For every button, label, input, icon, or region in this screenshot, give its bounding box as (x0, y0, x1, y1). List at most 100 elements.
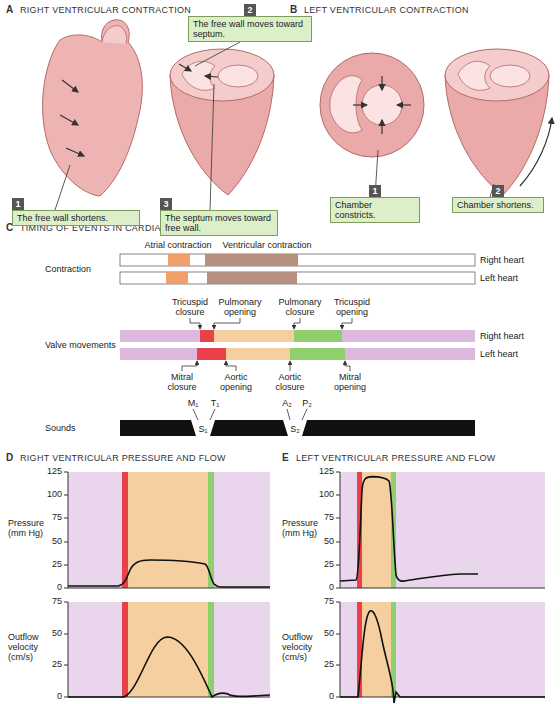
axis-tick-label: 0 (312, 582, 334, 593)
motion-arrow (397, 104, 411, 105)
annotation-label: Right heart (480, 255, 555, 265)
motion-arrow (381, 76, 382, 90)
pressure-curve (68, 560, 270, 587)
phase-band (340, 602, 545, 697)
callout-box: 3The septum moves toward free wall. (160, 210, 278, 236)
panel-letter: B (290, 4, 304, 16)
axis-tick-label: 0 (312, 691, 334, 702)
phase-band (362, 472, 391, 588)
axis-tick-label: 50 (312, 536, 334, 547)
annotation-label: Outflow velocity (cm/s) (282, 632, 330, 662)
axis-tick-label: 25 (312, 559, 334, 570)
phase-band (122, 602, 128, 697)
sound-notch (191, 420, 215, 436)
leader-line (195, 42, 240, 66)
axis-tick-label: 0 (40, 582, 62, 593)
heart-body (320, 53, 424, 157)
callout-box: 2The free wall moves toward septum. (188, 16, 312, 42)
annotation-label: P₂ (300, 398, 314, 408)
callout-text: The septum moves toward free wall. (165, 213, 273, 233)
sound-track (120, 420, 475, 436)
sounds-bar (120, 409, 475, 436)
isovolumic-relaxation (290, 348, 345, 360)
lv-cavity (218, 65, 258, 87)
annotation-label: A₂ (280, 398, 294, 408)
callout-text: The free wall shortens. (17, 213, 135, 223)
axis-line (64, 602, 270, 697)
motion-arrow (62, 80, 78, 92)
annotation-label: Left heart (480, 349, 555, 359)
axis-tick-label: 125 (40, 466, 62, 477)
annotation-label: Left heart (480, 273, 555, 283)
annotation-label: S₁ (193, 424, 213, 434)
callout-box: 2Chamber shortens. (452, 197, 544, 213)
pointer-arrow (182, 361, 197, 371)
isovolumic-contraction (200, 330, 214, 342)
timeline-bar (120, 254, 475, 266)
annotation-label: Pulmonary closure (272, 297, 328, 317)
leader-line (302, 409, 307, 420)
axis-line (64, 472, 270, 588)
annotation-label: Aortic opening (210, 372, 262, 392)
annotation-label: Mitral closure (157, 372, 207, 392)
annotation-label: Right heart (480, 331, 555, 341)
timeline-bar (120, 272, 475, 284)
atrial-segment (166, 272, 188, 284)
leader-line (287, 409, 290, 420)
great-vessel (102, 26, 127, 44)
phase-band (128, 602, 208, 697)
pointer-arrow (342, 318, 352, 329)
phase-band (68, 602, 270, 697)
panel-title: LEFT VENTRICULAR CONTRACTION (304, 5, 504, 16)
panel-letter: D (6, 452, 20, 464)
axis-tick-label: 100 (40, 489, 62, 500)
panel-title: RIGHT VENTRICULAR PRESSURE AND FLOW (20, 453, 270, 464)
annotation-label: Contraction (45, 264, 120, 274)
axis-tick-label: 25 (312, 659, 334, 670)
cut-surface (445, 49, 549, 101)
pointer-arrow (290, 361, 291, 371)
callout-number: 1 (369, 185, 381, 197)
panel-title: LEFT VENTRICULAR PRESSURE AND FLOW (296, 453, 556, 464)
motion-arrow (205, 76, 218, 77)
heart-short-axis (320, 53, 424, 197)
lv-plots (336, 472, 545, 703)
annotation-label: Mitral opening (324, 372, 376, 392)
axis-tick-label: 50 (40, 628, 62, 639)
phase-band (68, 472, 270, 588)
leader-line (55, 165, 70, 210)
lv-cavity (362, 85, 402, 125)
callout-box: 1Chamber constricts. (330, 197, 420, 223)
annotation-label: T₁ (208, 398, 222, 408)
rv-cavity (458, 61, 490, 90)
ejection (226, 348, 290, 360)
annotation-label: Aortic closure (264, 372, 316, 392)
annotation-label: Pressure (mm Hg) (282, 518, 324, 538)
axis-tick-label: 100 (312, 489, 334, 500)
motion-arrow (381, 120, 382, 134)
axis-tick-label: 25 (40, 659, 62, 670)
leader-line (193, 409, 198, 420)
annotation-label: Sounds (45, 423, 115, 433)
leader-line (210, 84, 214, 210)
pointer-arrow (214, 318, 240, 329)
annotation-label: Pulmonary opening (212, 297, 268, 317)
phase-band (128, 472, 208, 588)
callout-number: 3 (160, 198, 172, 210)
panel-title: RIGHT VENTRICULAR CONTRACTION (20, 5, 220, 16)
axis-tick-label: 25 (40, 559, 62, 570)
axis-tick-label: 75 (40, 512, 62, 523)
valve-bar (120, 348, 475, 360)
axis-tick-label: 50 (40, 536, 62, 547)
pointer-arrow (226, 361, 236, 371)
callout-number: 2 (492, 185, 504, 197)
annotation-label: Atrial contraction (136, 240, 220, 250)
callout-number: 1 (12, 198, 24, 210)
rv-plots (64, 472, 270, 697)
rv-cavity (330, 76, 362, 133)
axis-tick-label: 75 (312, 596, 334, 607)
motion-arrow (66, 148, 84, 156)
contraction-bars (120, 254, 475, 284)
leader-line (210, 409, 215, 420)
